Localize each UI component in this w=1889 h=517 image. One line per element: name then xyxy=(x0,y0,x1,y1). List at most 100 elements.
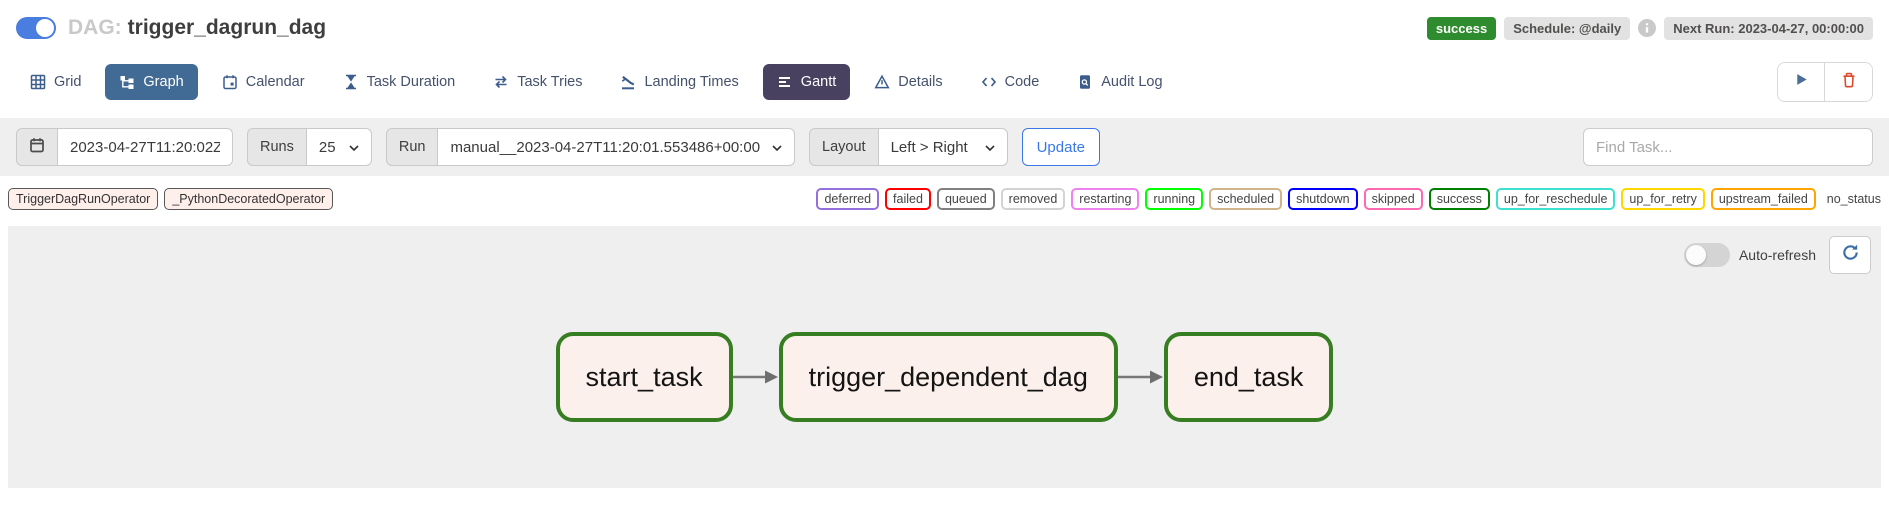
base-date-group xyxy=(16,128,233,166)
filter-bar: Runs 25 Run manual__2023-04-27T11:20:01.… xyxy=(0,118,1889,176)
tab-task-duration[interactable]: Task Duration xyxy=(329,64,470,100)
dag-name: trigger_dagrun_dag xyxy=(127,16,327,39)
status-legend-item[interactable]: queued xyxy=(936,188,995,210)
dag-prefix-label: DAG: xyxy=(68,16,122,39)
find-task-input[interactable] xyxy=(1583,128,1873,166)
repeat-icon xyxy=(493,74,509,90)
tab-calendar[interactable]: Calendar xyxy=(208,64,319,100)
autorefresh-controls: Auto-refresh xyxy=(1683,236,1871,274)
base-date-input[interactable] xyxy=(57,128,233,166)
status-legend-item[interactable]: deferred xyxy=(816,188,880,210)
details-triangle-icon xyxy=(874,74,890,90)
refresh-icon xyxy=(1841,243,1860,267)
runs-value: 25 xyxy=(318,138,336,156)
layout-value: Left > Right xyxy=(890,138,968,156)
status-legend-item[interactable]: running xyxy=(1145,188,1204,210)
hourglass-icon xyxy=(343,74,359,90)
task-node-end-task[interactable]: end_task xyxy=(1163,332,1334,422)
update-button[interactable]: Update xyxy=(1021,128,1100,166)
operator-legend-item[interactable]: TriggerDagRunOperator xyxy=(8,188,159,210)
run-group: Run manual__2023-04-27T11:20:01.553486+0… xyxy=(385,128,796,166)
toggle-knob xyxy=(1685,245,1706,265)
status-legend-item[interactable]: restarting xyxy=(1071,188,1140,210)
operator-legend-item[interactable]: _PythonDecoratedOperator xyxy=(164,188,334,210)
layout-group: Layout Left > Right xyxy=(809,128,1008,166)
info-icon[interactable] xyxy=(1638,19,1657,37)
dag-pause-toggle[interactable] xyxy=(16,17,56,39)
status-legend-item[interactable]: upstream_failed xyxy=(1710,188,1816,210)
trash-icon xyxy=(1841,72,1857,93)
no-status-label: no_status xyxy=(1826,192,1881,206)
status-legend-item[interactable]: success xyxy=(1428,188,1490,210)
calendar-picker-icon xyxy=(29,137,45,157)
graph-icon xyxy=(119,74,135,90)
grid-icon xyxy=(30,74,46,90)
tab-label: Grid xyxy=(54,74,82,90)
status-legend-item[interactable]: removed xyxy=(1000,188,1066,210)
tab-gantt[interactable]: Gantt xyxy=(762,64,851,100)
tab-label: Task Tries xyxy=(517,74,583,90)
toggle-knob xyxy=(36,19,54,37)
dag-status-badge: success xyxy=(1426,16,1497,40)
tab-code[interactable]: Code xyxy=(967,64,1054,100)
tab-label: Graph xyxy=(143,74,184,90)
schedule-badge: Schedule: @daily xyxy=(1504,16,1631,40)
play-icon xyxy=(1794,72,1809,92)
dag-action-buttons xyxy=(1777,62,1873,102)
tab-label: Gantt xyxy=(800,74,837,90)
chevron-down-icon xyxy=(985,139,995,156)
run-select[interactable]: manual__2023-04-27T11:20:01.553486+00:00 xyxy=(437,128,796,166)
chevron-down-icon xyxy=(772,139,782,156)
autorefresh-label: Auto-refresh xyxy=(1738,247,1816,263)
page-title: DAG:trigger_dagrun_dag xyxy=(68,16,326,40)
calendar-icon xyxy=(222,74,238,90)
edge-arrow xyxy=(732,368,779,386)
tab-graph[interactable]: Graph xyxy=(105,64,198,100)
tab-grid[interactable]: Grid xyxy=(16,64,95,100)
edge-arrow xyxy=(1117,368,1164,386)
chevron-down-icon xyxy=(349,139,359,156)
layout-label: Layout xyxy=(809,128,878,166)
tab-label: Code xyxy=(1004,74,1040,90)
task-node-start-task[interactable]: start_task xyxy=(555,332,733,422)
status-legend-item[interactable]: shutdown xyxy=(1288,188,1358,210)
autorefresh-toggle[interactable] xyxy=(1683,243,1730,267)
runs-label: Runs xyxy=(247,128,306,166)
status-legend-item[interactable]: up_for_retry xyxy=(1621,188,1705,210)
next-run-badge: Next Run: 2023-04-27, 00:00:00 xyxy=(1664,16,1873,40)
status-legend: deferred failed queued removed restartin… xyxy=(816,188,1881,210)
tab-audit-log[interactable]: Audit Log xyxy=(1063,64,1176,100)
status-legend-item[interactable]: scheduled xyxy=(1209,188,1283,210)
tab-label: Landing Times xyxy=(644,74,739,90)
view-tabbar: Grid Graph Calendar Task Duration Task T… xyxy=(0,56,1889,118)
code-icon xyxy=(981,74,997,90)
trigger-dag-button[interactable] xyxy=(1778,63,1825,101)
run-label: Run xyxy=(385,128,438,166)
tab-landing-times[interactable]: Landing Times xyxy=(606,64,752,100)
graph-canvas: Auto-refresh start_task trigger_dependen… xyxy=(8,226,1881,488)
tab-task-tries[interactable]: Task Tries xyxy=(479,64,596,100)
task-node-trigger-dependent-dag[interactable]: trigger_dependent_dag xyxy=(778,332,1118,422)
tab-label: Audit Log xyxy=(1101,74,1163,90)
date-picker-button[interactable] xyxy=(16,128,57,166)
run-value: manual__2023-04-27T11:20:01.553486+00:00 xyxy=(450,138,761,156)
refresh-button[interactable] xyxy=(1829,236,1871,274)
runs-select[interactable]: 25 xyxy=(305,128,372,166)
legend-bar: TriggerDagRunOperator _PythonDecoratedOp… xyxy=(0,176,1889,222)
layout-select[interactable]: Left > Right xyxy=(877,128,1008,166)
status-legend-item[interactable]: failed xyxy=(885,188,931,210)
dag-header: DAG:trigger_dagrun_dag success Schedule:… xyxy=(0,0,1889,56)
dag-nodes: start_task trigger_dependent_dag end_tas… xyxy=(8,226,1881,422)
audit-log-icon xyxy=(1077,74,1093,90)
tab-label: Task Duration xyxy=(366,74,456,90)
runs-group: Runs 25 xyxy=(247,128,372,166)
plane-landing-icon xyxy=(620,74,636,90)
tab-label: Calendar xyxy=(245,74,305,90)
tab-details[interactable]: Details xyxy=(860,64,956,100)
header-badges: success Schedule: @daily Next Run: 2023-… xyxy=(1426,16,1873,40)
status-legend-item[interactable]: skipped xyxy=(1363,188,1423,210)
gantt-icon xyxy=(777,74,793,90)
status-legend-item[interactable]: up_for_reschedule xyxy=(1495,188,1616,210)
tab-label: Details xyxy=(898,74,943,90)
delete-dag-button[interactable] xyxy=(1825,63,1872,101)
